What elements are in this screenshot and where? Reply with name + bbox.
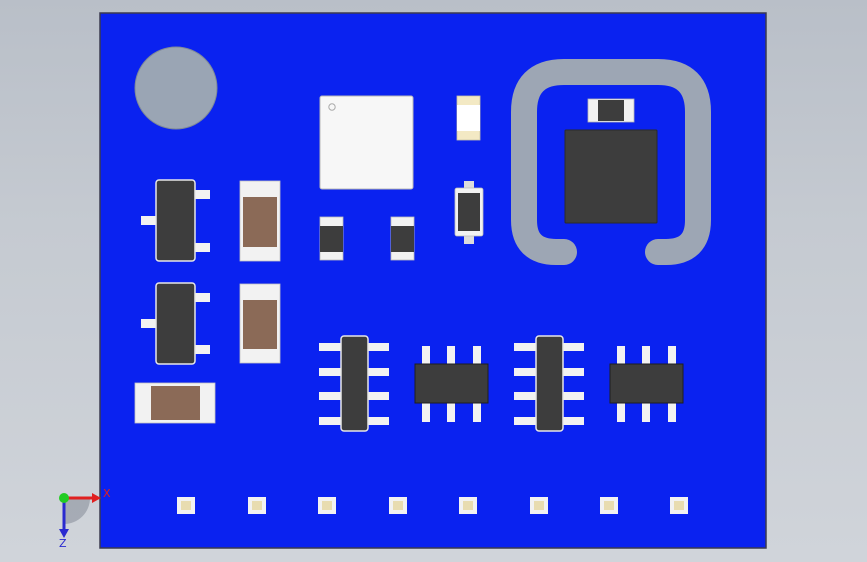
pin1-marker [328,103,336,111]
soic8-v-right[interactable] [514,335,584,432]
soic8-v-left[interactable] [319,335,389,432]
diode-right[interactable] [390,216,415,261]
axis-y-arrow [59,529,69,538]
soic8-h-left[interactable] [414,346,489,422]
trace-ring [511,59,711,265]
test-point-3[interactable] [318,497,336,514]
test-point-7[interactable] [600,497,618,514]
axis-shadow [64,498,90,524]
test-point-4[interactable] [389,497,407,514]
diode-ring[interactable] [587,98,635,123]
diode-left[interactable] [319,216,344,261]
power-ic[interactable] [564,129,658,224]
res-1206-bottom[interactable] [239,283,281,364]
capacitor-top-small[interactable] [456,95,481,141]
axis-z-label: Z [59,537,67,550]
res-1206-horizontal[interactable] [134,382,216,424]
test-point-5[interactable] [459,497,477,514]
test-point-2[interactable] [248,497,266,514]
white-module[interactable] [319,95,414,190]
test-point-6[interactable] [530,497,548,514]
soic8-h-right[interactable] [609,346,684,422]
axis-origin [59,493,69,503]
diode-vertical[interactable] [454,181,484,244]
axis-triad[interactable]: X Z [59,487,111,550]
sot23-top[interactable] [141,179,210,262]
test-point-1[interactable] [177,497,195,514]
axis-x-arrow [92,493,101,503]
test-point-8[interactable] [670,497,688,514]
res-1206-top[interactable] [239,180,281,262]
sot23-bottom[interactable] [141,282,210,365]
mounting-hole[interactable] [134,46,218,130]
test-points-row [177,497,688,514]
axis-x-label: X [103,487,111,500]
